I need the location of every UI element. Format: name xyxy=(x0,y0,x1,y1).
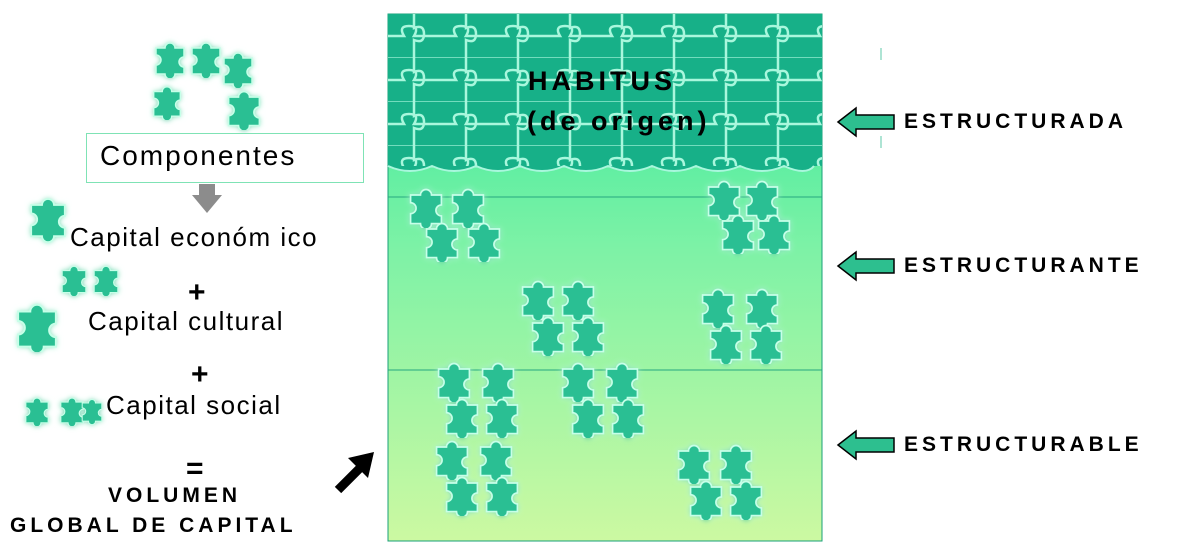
plus-operator: + xyxy=(188,276,206,310)
capital-cultural-label: Capital cultural xyxy=(88,306,284,337)
puzzle-piece-icon xyxy=(18,305,56,354)
puzzle-piece-icon xyxy=(26,398,102,427)
arrow-left-icon xyxy=(838,252,894,280)
result-label-line2: GLOBAL DE CAPITAL xyxy=(10,514,297,538)
level-label-estructurable: ESTRUCTURABLE xyxy=(904,433,1143,457)
capital-economic-label: Capital económ ico xyxy=(70,222,318,253)
level-label-estructurante: ESTRUCTURANTE xyxy=(904,254,1143,278)
puzzle-piece-icon xyxy=(62,266,118,297)
plus-operator: + xyxy=(191,358,209,392)
capital-social-label: Capital social xyxy=(106,390,282,421)
arrow-down-icon xyxy=(192,184,222,213)
puzzle-cluster-icon xyxy=(154,43,260,131)
habitus-title: HABITUS xyxy=(528,66,676,97)
equals-operator: = xyxy=(186,452,204,486)
level-label-estructurada: ESTRUCTURADA xyxy=(904,110,1127,134)
components-label: Componentes xyxy=(100,140,296,172)
puzzle-piece-icon xyxy=(31,199,65,242)
arrow-left-icon xyxy=(838,108,894,136)
habitus-subtitle: (de origen) xyxy=(527,106,711,137)
arrow-left-icon xyxy=(838,431,894,459)
arrow-diagonal-icon xyxy=(338,452,374,490)
result-label-line1: VOLUMEN xyxy=(108,484,241,508)
